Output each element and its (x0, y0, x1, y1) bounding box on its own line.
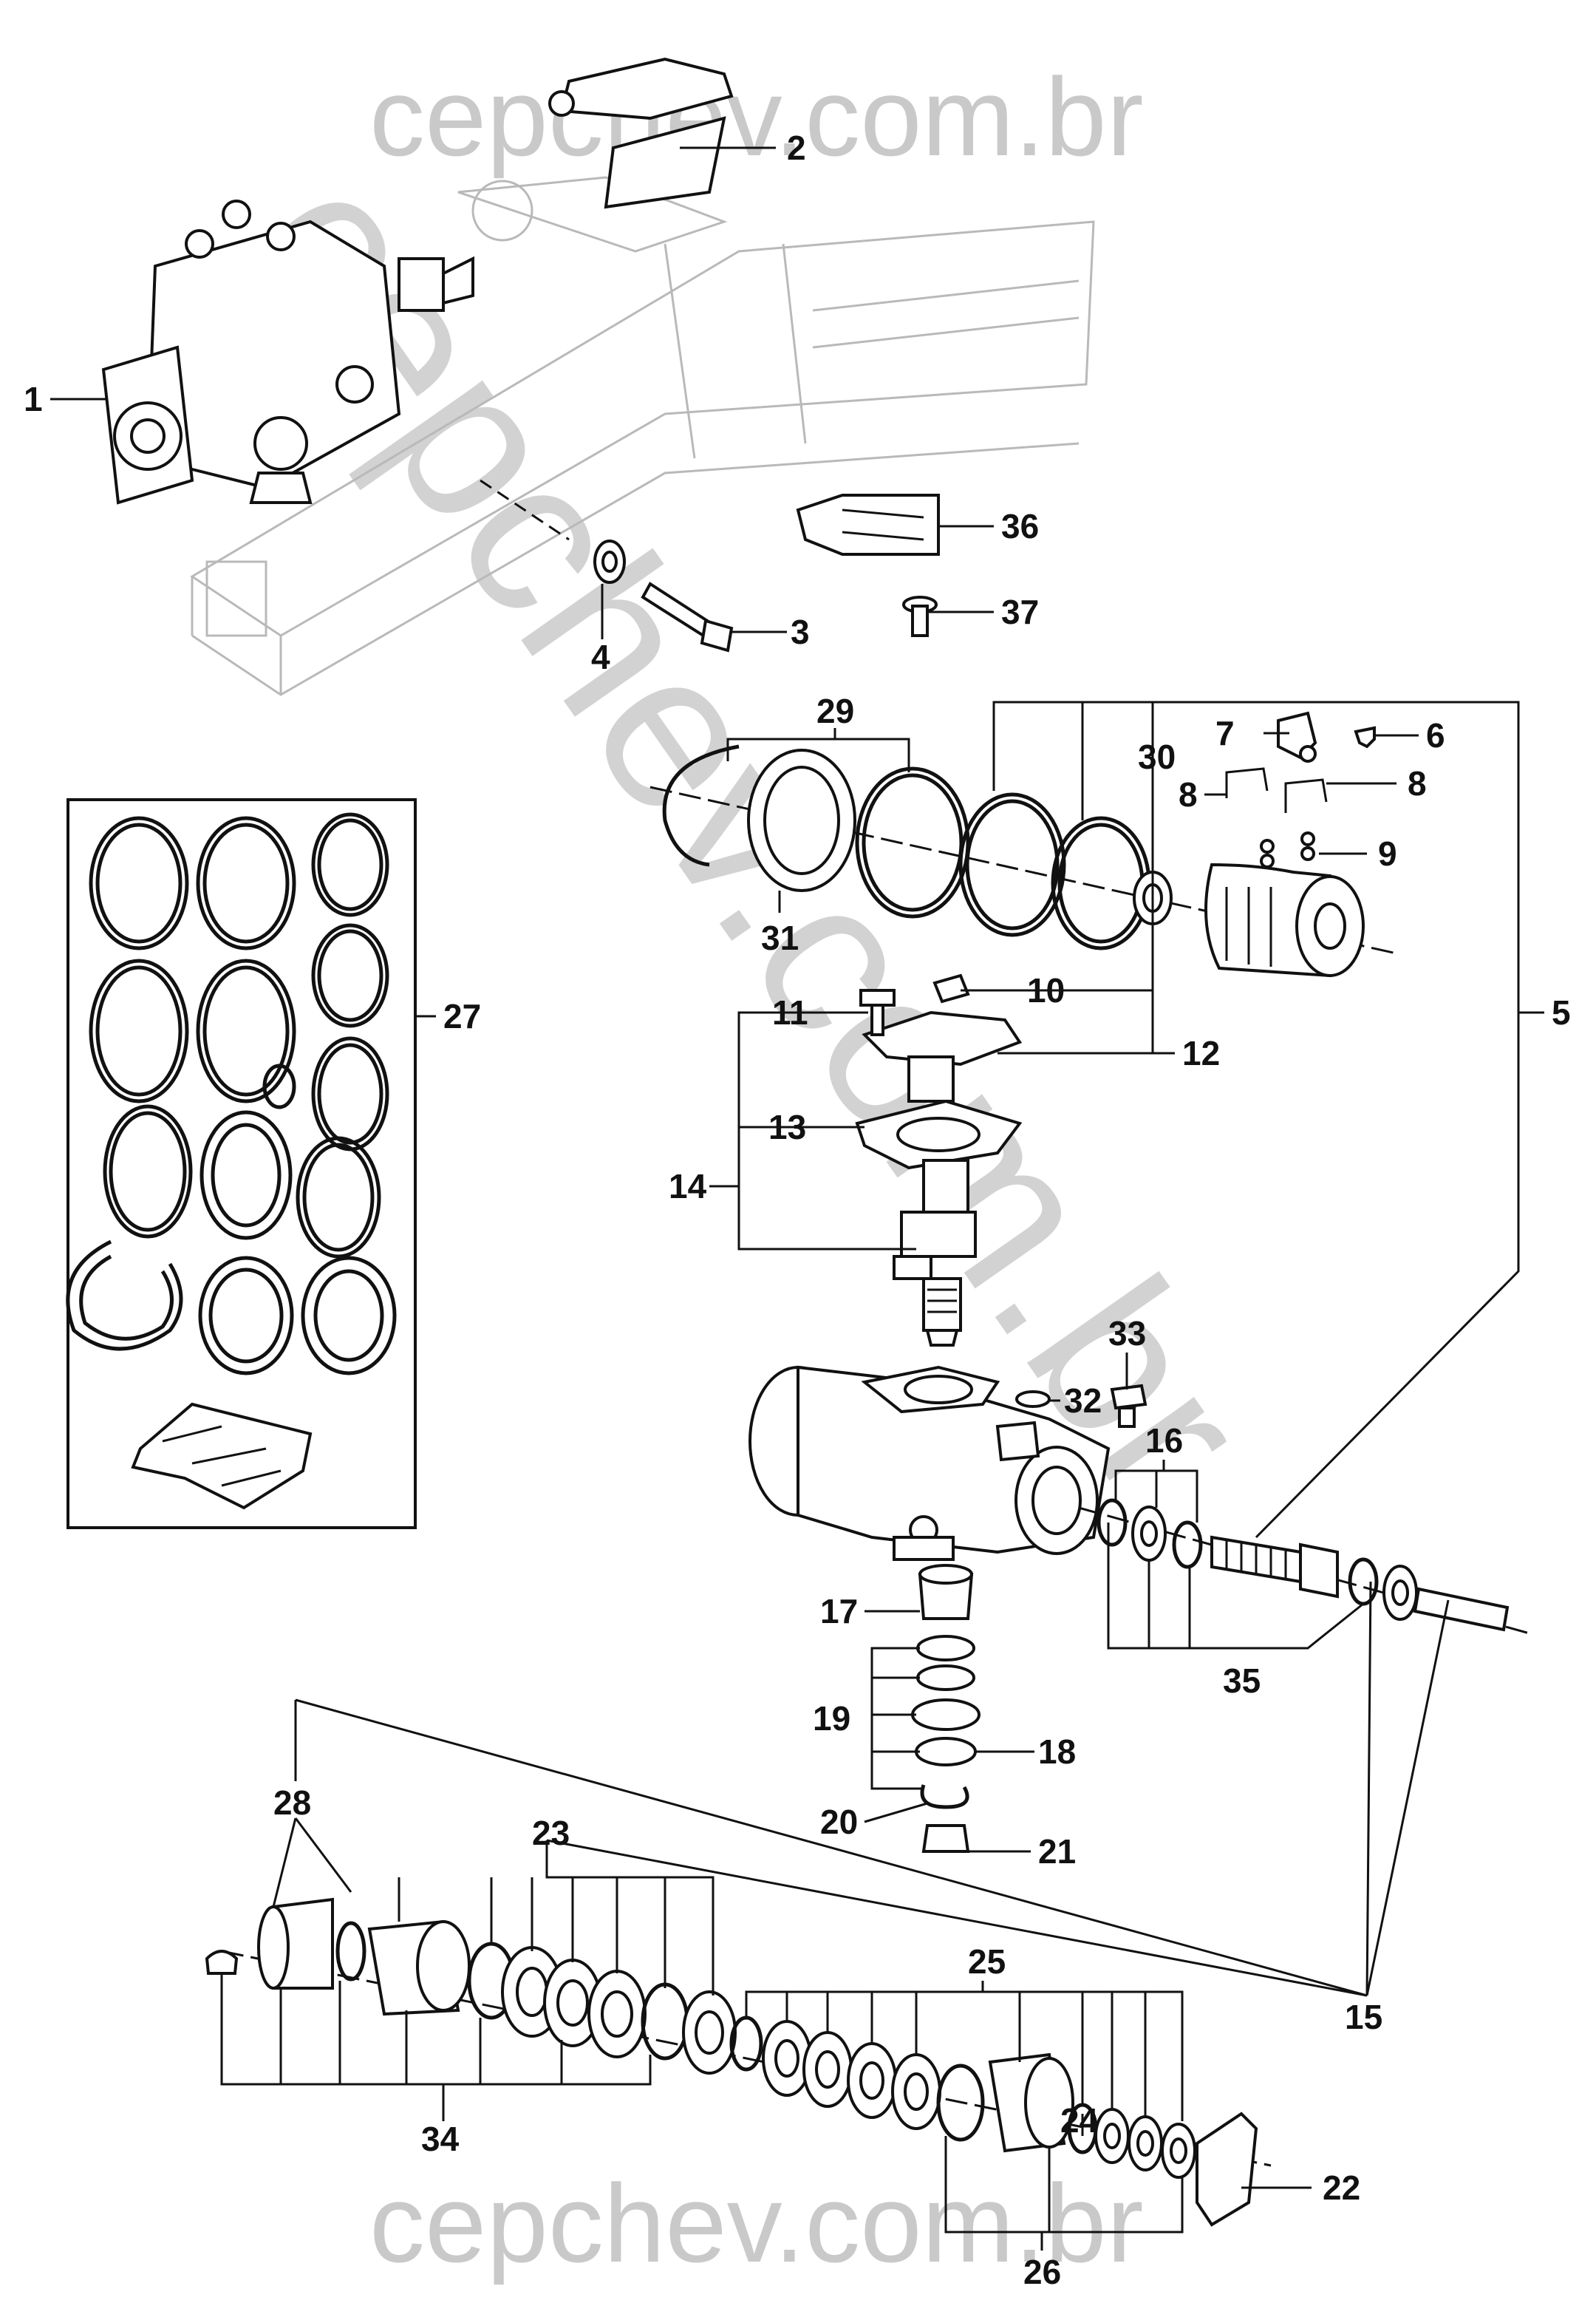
callout-6: 6 (1426, 716, 1445, 755)
callout-35: 35 (1223, 1661, 1261, 1700)
shield-bracket (548, 57, 734, 209)
callout-3: 3 (791, 613, 810, 651)
callout-23: 23 (532, 1814, 570, 1852)
side-cover-and-sector-shaft (855, 973, 1023, 1347)
callout-15: 15 (1345, 1998, 1382, 2036)
callout-17: 17 (820, 1592, 858, 1630)
callout-36: 36 (1001, 507, 1039, 545)
callout-8-right: 8 (1408, 764, 1427, 803)
callout-13: 13 (768, 1108, 806, 1146)
bolt-37 (902, 596, 938, 637)
leader-lines (50, 146, 1544, 2251)
callout-12: 12 (1182, 1034, 1220, 1072)
callout-27: 27 (443, 997, 481, 1035)
callout-37: 37 (1001, 593, 1039, 631)
callout-2: 2 (787, 129, 806, 167)
callout-20: 20 (820, 1803, 858, 1841)
callout-labels: 1 2 3 4 5 6 7 8 8 9 10 11 12 13 14 15 16… (24, 129, 1571, 2291)
steering-gear-assembly (101, 200, 474, 505)
callout-18: 18 (1038, 1732, 1076, 1771)
callout-30: 30 (1138, 738, 1176, 776)
callout-4: 4 (591, 638, 610, 676)
callout-24: 24 (1060, 2101, 1099, 2140)
bracket-36 (796, 494, 940, 556)
watermark-top: cepchev.com.br (369, 55, 1144, 179)
callout-14: 14 (669, 1167, 707, 1205)
piston-rings-row (649, 744, 1397, 978)
callout-22: 22 (1323, 2168, 1360, 2207)
callout-5: 5 (1552, 993, 1571, 1032)
clamp-and-small-parts (1225, 711, 1376, 868)
callout-29: 29 (816, 692, 854, 730)
callout-34: 34 (421, 2120, 460, 2158)
washer-32-bolt-33 (1015, 1384, 1147, 1428)
callout-26: 26 (1023, 2253, 1061, 2291)
seal-kit-box (66, 798, 417, 1529)
frame-rail-ghost (190, 176, 1095, 696)
callout-25: 25 (968, 1942, 1006, 1981)
callout-7: 7 (1215, 714, 1235, 752)
callout-10: 10 (1027, 971, 1065, 1010)
callout-8-left: 8 (1179, 775, 1198, 814)
callout-1: 1 (24, 380, 43, 418)
callout-32: 32 (1064, 1381, 1102, 1420)
lower-sector-seals (911, 1564, 981, 1853)
lower-exploded-parts (205, 1897, 1272, 2227)
callout-21: 21 (1038, 1832, 1076, 1871)
callout-16: 16 (1145, 1421, 1183, 1460)
watermark-bottom: cepchev.com.br (369, 2161, 1144, 2285)
callout-31: 31 (761, 919, 799, 957)
washer-bolt (480, 479, 734, 653)
callout-33: 33 (1108, 1314, 1146, 1353)
callout-28: 28 (273, 1783, 311, 1822)
callout-11: 11 (772, 993, 808, 1032)
callout-19: 19 (813, 1699, 850, 1738)
callout-9: 9 (1378, 834, 1397, 873)
gear-housing (748, 1365, 1111, 1561)
valve-worm-shaft-parts (1078, 1498, 1530, 1635)
